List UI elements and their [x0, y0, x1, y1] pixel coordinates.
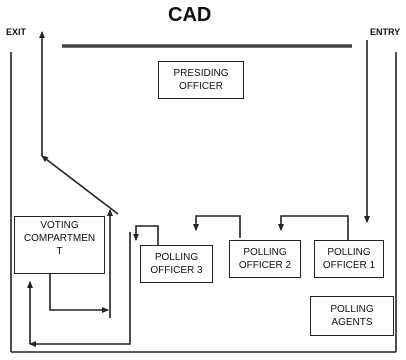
polling-officer-1-box: POLLING OFFICER 1	[314, 240, 384, 278]
presiding-officer-box: PRESIDING OFFICER	[158, 61, 244, 99]
polling-officer-3-box: POLLING OFFICER 3	[140, 245, 213, 283]
entry-label: ENTRY	[370, 27, 401, 37]
diagonal-to-exit	[41, 155, 119, 215]
polling-agents-box: POLLING AGENTS	[310, 296, 394, 336]
polling-officer-2-box: POLLING OFFICER 2	[229, 240, 301, 278]
voting-compartment-box: VOTING COMPARTMEN T	[14, 216, 105, 274]
arrow-po1-to-po2	[278, 215, 349, 240]
arrow-po2-to-po3	[193, 215, 241, 238]
voting-loop	[49, 274, 109, 313]
page-title: CAD	[168, 4, 212, 26]
arrow-po3-to-route	[133, 225, 159, 245]
exit-label: EXIT	[6, 27, 27, 37]
route-down-to-bottom	[29, 232, 131, 347]
